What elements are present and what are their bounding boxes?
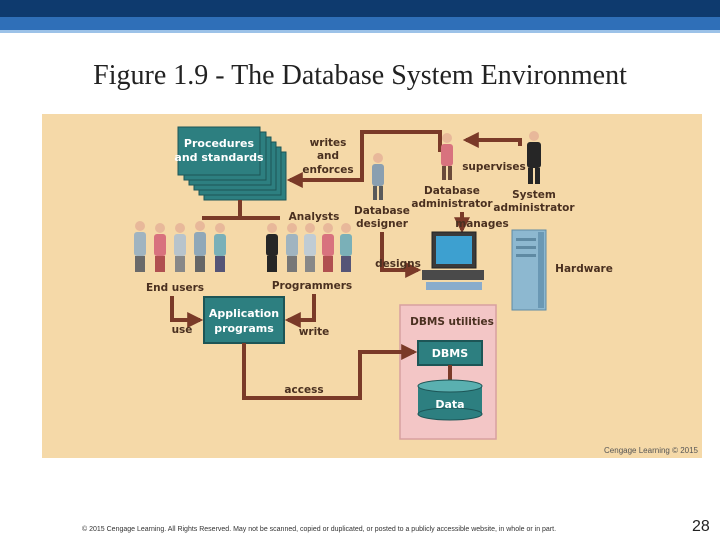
arrow-designs — [380, 232, 422, 278]
arrow-access — [242, 343, 418, 400]
arrow-supervises — [462, 132, 522, 148]
programmers-group — [266, 223, 352, 272]
label-access: access — [284, 384, 323, 396]
label-end-users: End users — [146, 282, 204, 294]
slide-title: Figure 1.9 - The Database System Environ… — [93, 60, 627, 91]
arrow-write — [284, 294, 316, 328]
label-manages: manages — [455, 218, 508, 230]
label-and: and — [317, 150, 339, 162]
header-bar-blue — [0, 17, 720, 30]
label-db-designer-1: Database — [354, 205, 410, 217]
app-label-2: programs — [214, 322, 274, 335]
label-write: write — [299, 326, 330, 338]
database-administrator-person — [441, 133, 453, 180]
label-writes: writes — [310, 137, 347, 149]
arrow-procedures-down — [202, 200, 242, 220]
procedures-label-2: and standards — [174, 151, 264, 164]
label-enforces: enforces — [302, 164, 353, 176]
label-dba-1: Database — [424, 185, 480, 197]
system-administrator-person — [527, 131, 541, 184]
label-use: use — [172, 324, 193, 336]
procedures-label-1: Procedures — [184, 137, 255, 150]
label-sysadmin-2: administrator — [493, 202, 575, 214]
label-programmers: Programmers — [272, 280, 352, 292]
database-designer-person — [372, 153, 384, 200]
app-label-1: Application — [209, 307, 279, 320]
header-bar-light — [0, 30, 720, 33]
copyright-footer: © 2015 Cengage Learning. All Rights Rese… — [82, 526, 557, 533]
diagram-credit: Cengage Learning © 2015 — [604, 446, 699, 455]
label-dba-2: administrator — [411, 198, 493, 210]
computer-icon — [422, 231, 484, 290]
label-sysadmin-1: System — [512, 189, 556, 201]
procedures-stack: Procedures and standards — [174, 126, 287, 201]
end-users-group — [134, 221, 226, 272]
hardware-server-icon — [511, 229, 547, 311]
label-dbms: DBMS — [432, 347, 468, 360]
label-hardware: Hardware — [555, 263, 613, 275]
label-db-designer-2: designer — [356, 218, 409, 230]
label-data: Data — [435, 398, 464, 411]
label-dbms-utilities: DBMS utilities — [410, 316, 494, 328]
data-cylinder: Data — [417, 379, 483, 421]
label-supervises: supervises — [462, 161, 526, 173]
dbms-box: DBMS — [417, 340, 483, 366]
header-bar-dark — [0, 0, 720, 17]
arrow-writes-enforces — [286, 130, 442, 188]
page-number: 28 — [692, 518, 710, 535]
label-analysts: Analysts — [289, 211, 340, 223]
arrow-use — [170, 296, 204, 328]
database-system-diagram: Procedures and standards writes and enfo… — [134, 126, 699, 455]
application-programs-box: Application programs — [203, 296, 285, 344]
label-designs: designs — [375, 258, 421, 270]
